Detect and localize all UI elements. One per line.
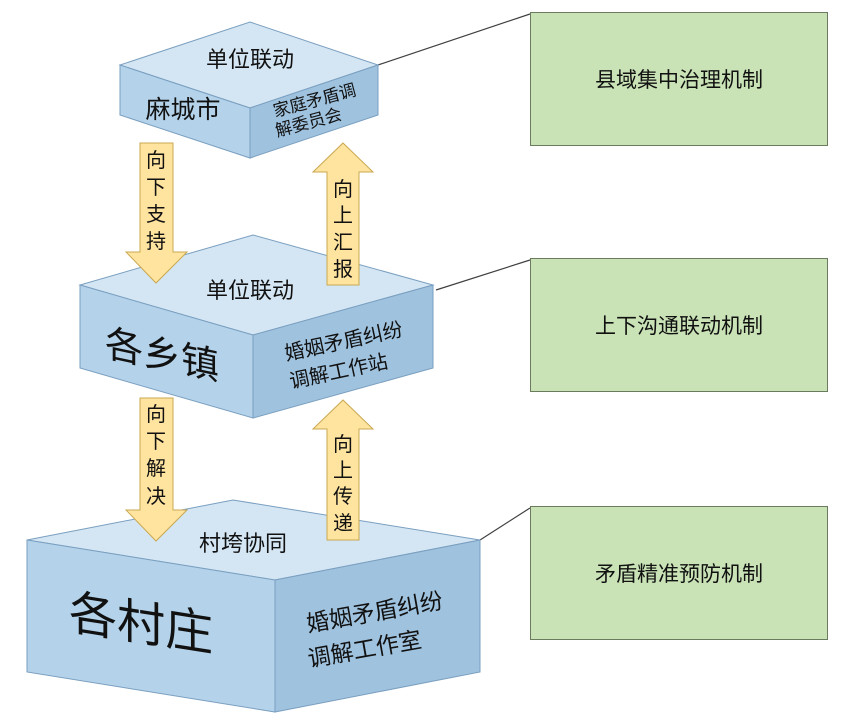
- arrow-char: 下: [146, 175, 166, 199]
- arrow-down-shape: [124, 397, 189, 542]
- arrow-down-resolve: 向 下 解 决: [124, 397, 189, 542]
- arrow-char: 下: [146, 429, 166, 453]
- arrow-char: 报: [333, 257, 353, 281]
- city-name: 麻城市: [145, 95, 220, 124]
- mechanism-box-communication: 上下沟通联动机制: [530, 258, 828, 392]
- arrow-char: 递: [333, 511, 353, 535]
- arrow-up-shape: [311, 399, 375, 541]
- mechanism-label: 县域集中治理机制: [595, 68, 763, 92]
- town-cube: 单位联动 各乡镇 婚姻矛盾纠纷 调解工作站: [78, 234, 435, 419]
- village-cube: 村垮协同 各村庄 婚姻矛盾纠纷 调解工作室: [26, 499, 481, 713]
- mechanism-label: 矛盾精准预防机制: [595, 562, 763, 586]
- arrow-up-transmit: 向 上 传 递: [311, 399, 375, 541]
- arrow-char: 上: [333, 203, 353, 227]
- city-cube: 单位联动 麻城市 家庭矛盾调 解委员会: [118, 21, 380, 159]
- arrow-up-report: 向 上 汇 报: [311, 142, 375, 286]
- arrow-down-shape: [124, 142, 189, 284]
- connector-line-city: [377, 13, 531, 66]
- arrow-char: 向: [146, 402, 166, 426]
- mechanism-label: 上下沟通联动机制: [595, 314, 763, 338]
- town-top-label: 单位联动: [206, 279, 294, 304]
- city-top-label: 单位联动: [206, 48, 294, 73]
- arrow-char: 向: [333, 432, 353, 456]
- arrow-char: 持: [146, 229, 166, 253]
- mechanism-box-prevention: 矛盾精准预防机制: [530, 506, 828, 640]
- arrow-char: 向: [146, 148, 166, 172]
- mechanism-box-county: 县域集中治理机制: [530, 12, 828, 146]
- village-cube-right: [274, 539, 481, 713]
- arrow-char: 汇: [333, 230, 353, 254]
- arrow-char: 上: [333, 458, 353, 482]
- arrow-char: 解: [146, 456, 166, 480]
- connector-line-village: [479, 507, 531, 541]
- city-cube-right: [249, 64, 379, 159]
- arrow-down-support: 向 下 支 持: [124, 142, 189, 284]
- arrow-char: 支: [146, 202, 166, 226]
- connector-line-town: [435, 259, 531, 291]
- town-cube-right: [252, 284, 434, 419]
- arrow-up-shape: [311, 142, 375, 286]
- arrow-char: 决: [146, 484, 166, 508]
- arrow-char: 传: [333, 484, 353, 508]
- arrow-char: 向: [333, 177, 353, 201]
- village-top-label: 村垮协同: [199, 532, 287, 557]
